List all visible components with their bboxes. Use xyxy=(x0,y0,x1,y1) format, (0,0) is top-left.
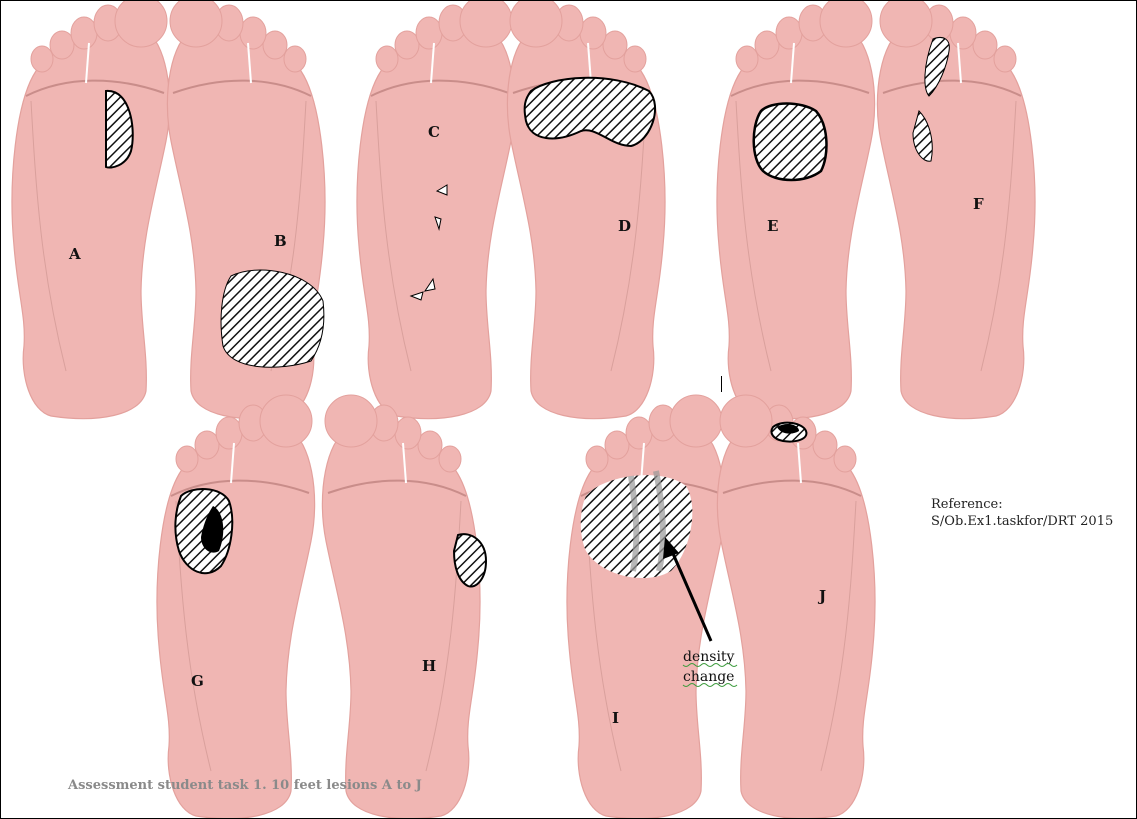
foot-i xyxy=(567,395,725,819)
foot-label-h: H xyxy=(422,657,436,675)
foot-label-g: G xyxy=(191,672,204,690)
foot-b xyxy=(167,1,325,419)
foot-label-d: D xyxy=(618,217,631,235)
foot-a xyxy=(12,1,170,419)
foot-j xyxy=(717,395,875,819)
foot-e xyxy=(717,1,875,419)
foot-label-e: E xyxy=(767,217,778,235)
foot-f xyxy=(877,1,1035,419)
reference-line2: S/Ob.Ex1.taskfor/DRT 2015 xyxy=(931,513,1113,530)
foot-d xyxy=(507,1,665,419)
density-label-line1: density xyxy=(683,649,735,665)
density-label-line2: change xyxy=(683,669,734,685)
foot-label-c: C xyxy=(428,123,440,141)
foot-label-b: B xyxy=(274,232,287,250)
foot-label-f: F xyxy=(973,195,984,213)
foot-c xyxy=(357,1,515,419)
lesion-b xyxy=(221,270,324,367)
lesion-e xyxy=(754,104,827,181)
foot-g xyxy=(157,395,315,819)
reference-line1: Reference: xyxy=(931,496,1113,513)
foot-label-i: I xyxy=(612,709,619,727)
foot-label-a: A xyxy=(68,245,81,263)
reference-note: Reference: S/Ob.Ex1.taskfor/DRT 2015 xyxy=(931,496,1113,530)
foot-label-j: J xyxy=(817,587,826,605)
foot-h xyxy=(322,395,486,819)
text-cursor xyxy=(721,376,722,392)
figure-caption: Assessment student task 1. 10 feet lesio… xyxy=(68,778,422,793)
